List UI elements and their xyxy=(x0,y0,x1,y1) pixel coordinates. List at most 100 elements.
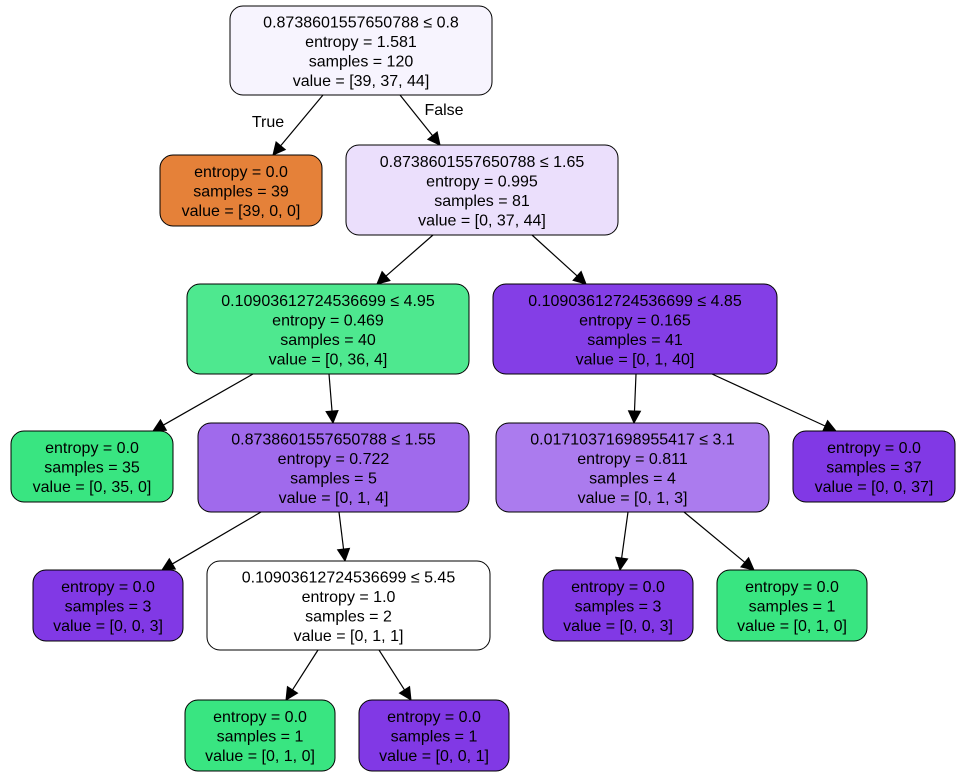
node-line: entropy = 0.722 xyxy=(278,451,390,468)
edge-n2-n3 xyxy=(376,234,434,285)
node-box xyxy=(542,569,694,642)
node-line: entropy = 0.995 xyxy=(426,173,538,190)
node-line: samples = 2 xyxy=(305,608,392,625)
node-line: value = [0, 0, 37] xyxy=(815,479,934,496)
node-line: value = [0, 0, 3] xyxy=(563,618,673,635)
node-line: value = [0, 1, 0] xyxy=(205,748,315,765)
node-line: 0.8738601557650788 ≤ 1.55 xyxy=(231,431,436,448)
leaf-node-n8: entropy = 0.0 samples = 37 value = [0, 0, … xyxy=(792,430,956,503)
node-line: samples = 39 xyxy=(193,184,289,201)
node-line: entropy = 0.0 xyxy=(194,164,288,181)
node-line: entropy = 0.0 xyxy=(61,579,155,596)
node-line: value = [0, 36, 4] xyxy=(269,351,388,368)
node-line: samples = 40 xyxy=(280,332,376,349)
edge-n4-n7 xyxy=(627,373,642,425)
split-node-n3: 0.10903612724536699 ≤ 4.95 entropy = 0.46… xyxy=(186,283,470,375)
arrowhead xyxy=(152,418,168,432)
edge-n2-n4 xyxy=(531,234,587,285)
node-line: samples = 1 xyxy=(749,599,836,616)
node-line: entropy = 0.0 xyxy=(827,440,921,457)
node-line: samples = 37 xyxy=(826,460,922,477)
node-box xyxy=(206,560,491,651)
node-line: entropy = 1.581 xyxy=(305,34,417,51)
arrowhead xyxy=(398,685,412,701)
node-line: 0.10903612724536699 ≤ 4.95 xyxy=(221,293,435,310)
node-line: value = [0, 1, 1] xyxy=(294,628,404,645)
node-line: entropy = 0.0 xyxy=(45,440,139,457)
node-box xyxy=(345,144,619,236)
node-line: entropy = 0.469 xyxy=(272,312,384,329)
node-box xyxy=(197,422,470,513)
edge-line xyxy=(633,373,637,412)
node-line: value = [39, 37, 44] xyxy=(293,73,430,90)
node-line: 0.01710371698955417 ≤ 3.1 xyxy=(530,431,735,448)
node-box xyxy=(358,699,510,772)
edge-line xyxy=(291,649,319,691)
arrowhead xyxy=(376,270,391,285)
arrowhead xyxy=(627,410,642,425)
node-box xyxy=(32,569,184,642)
split-node-n10: 0.10903612724536699 ≤ 5.45 entropy = 1.0 s… xyxy=(206,560,491,651)
node-line: value = [0, 1, 4] xyxy=(279,490,389,507)
edge-n7-n12 xyxy=(683,511,755,571)
edge-n0-n1: True xyxy=(252,94,324,156)
edge-label-false: False xyxy=(424,102,463,119)
leaf-node-n14: entropy = 0.0 samples = 1 value = [0, 0, 1… xyxy=(358,699,510,772)
node-box xyxy=(792,430,956,503)
arrowhead xyxy=(161,557,177,571)
node-line: value = [0, 1, 40] xyxy=(576,351,695,368)
node-line: value = [0, 0, 1] xyxy=(379,748,489,765)
arrowhead xyxy=(740,556,755,571)
node-line: entropy = 1.0 xyxy=(302,589,396,606)
node-line: samples = 1 xyxy=(391,729,478,746)
node-line: entropy = 0.0 xyxy=(387,709,481,726)
node-line: entropy = 0.0 xyxy=(745,579,839,596)
node-box xyxy=(716,569,868,642)
node-line: samples = 1 xyxy=(217,729,304,746)
node-line: samples = 3 xyxy=(575,599,662,616)
arrowhead xyxy=(285,685,299,701)
edge-line xyxy=(621,511,629,559)
node-line: samples = 35 xyxy=(44,460,140,477)
edge-n7-n11 xyxy=(614,511,629,572)
node-box xyxy=(229,5,493,96)
node-box xyxy=(492,283,778,375)
edge-label-true: True xyxy=(252,114,284,131)
split-node-n6: 0.8738601557650788 ≤ 1.55 entropy = 0.722… xyxy=(197,422,470,513)
edge-line xyxy=(531,234,578,277)
node-box xyxy=(159,154,323,227)
node-line: samples = 4 xyxy=(589,470,676,487)
node-line: 0.10903612724536699 ≤ 5.45 xyxy=(242,569,456,586)
node-box xyxy=(10,430,174,503)
node-line: value = [0, 1, 3] xyxy=(578,490,688,507)
node-line: 0.10903612724536699 ≤ 4.85 xyxy=(528,293,742,310)
nodes-layer: 0.8738601557650788 ≤ 0.8 entropy = 1.581 s… xyxy=(10,5,956,772)
node-line: value = [0, 0, 3] xyxy=(53,618,163,635)
edge-n10-n14 xyxy=(378,649,412,701)
arrowhead xyxy=(614,556,629,572)
node-box xyxy=(186,283,470,375)
node-box xyxy=(495,422,770,513)
edge-line xyxy=(280,94,324,147)
node-box xyxy=(184,699,336,772)
edge-n3-n6 xyxy=(325,373,339,425)
node-line: samples = 41 xyxy=(587,332,683,349)
arrowhead xyxy=(572,270,587,285)
node-line: entropy = 0.0 xyxy=(213,709,307,726)
arrowhead xyxy=(336,547,351,563)
edge-n0-n2: False xyxy=(399,94,464,146)
leaf-node-n12: entropy = 0.0 samples = 1 value = [0, 1, 0… xyxy=(716,569,868,642)
edge-line xyxy=(378,649,406,691)
edge-n10-n13 xyxy=(285,649,319,701)
node-line: samples = 81 xyxy=(434,193,530,210)
split-node-n4: 0.10903612724536699 ≤ 4.85 entropy = 0.16… xyxy=(492,283,778,375)
node-line: 0.8738601557650788 ≤ 1.65 xyxy=(380,154,585,171)
node-line: entropy = 0.165 xyxy=(579,312,691,329)
node-line: 0.8738601557650788 ≤ 0.8 xyxy=(263,14,459,31)
split-node-n2: 0.8738601557650788 ≤ 1.65 entropy = 0.995… xyxy=(345,144,619,236)
node-line: value = [0, 1, 0] xyxy=(737,618,847,635)
